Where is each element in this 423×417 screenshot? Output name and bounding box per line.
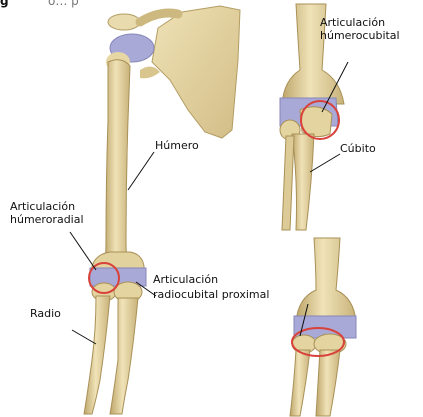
acromion-shape — [108, 14, 140, 30]
ulna-shaft — [110, 298, 138, 414]
label-art-humeroradial-line1: Articulación — [10, 200, 75, 213]
radius-shaft — [84, 296, 110, 414]
humerus-distal-bottom — [296, 238, 356, 322]
humerus-shaft — [104, 60, 130, 274]
label-art-radiocubital-line2: radiocubital proximal — [153, 288, 269, 301]
label-humero: Húmero — [155, 139, 199, 152]
scapula-shape — [152, 6, 240, 138]
label-art-humerocubital-line1: Articulación — [320, 16, 385, 29]
label-art-humerocubital-line2: húmerocubital — [320, 29, 400, 42]
label-art-humeroradial-line2: húmeroradial — [10, 213, 84, 226]
label-radio: Radio — [30, 307, 61, 320]
label-cubito: Cúbito — [340, 142, 376, 155]
label-art-radiocubital-line1: Articulación — [153, 273, 218, 286]
